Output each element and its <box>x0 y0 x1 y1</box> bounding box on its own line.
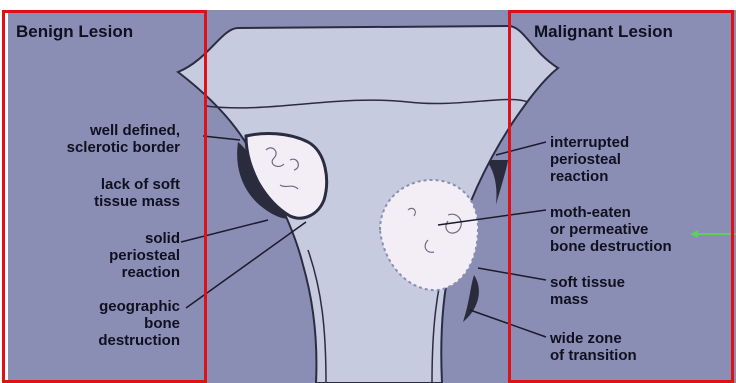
benign-lesion <box>246 134 327 219</box>
malignant-highlight-box <box>508 10 734 383</box>
malignant-shadow-upper <box>486 160 508 205</box>
bone-shape <box>178 26 558 383</box>
soft-tissue-mass <box>463 275 479 322</box>
benign-highlight-box <box>2 10 207 383</box>
